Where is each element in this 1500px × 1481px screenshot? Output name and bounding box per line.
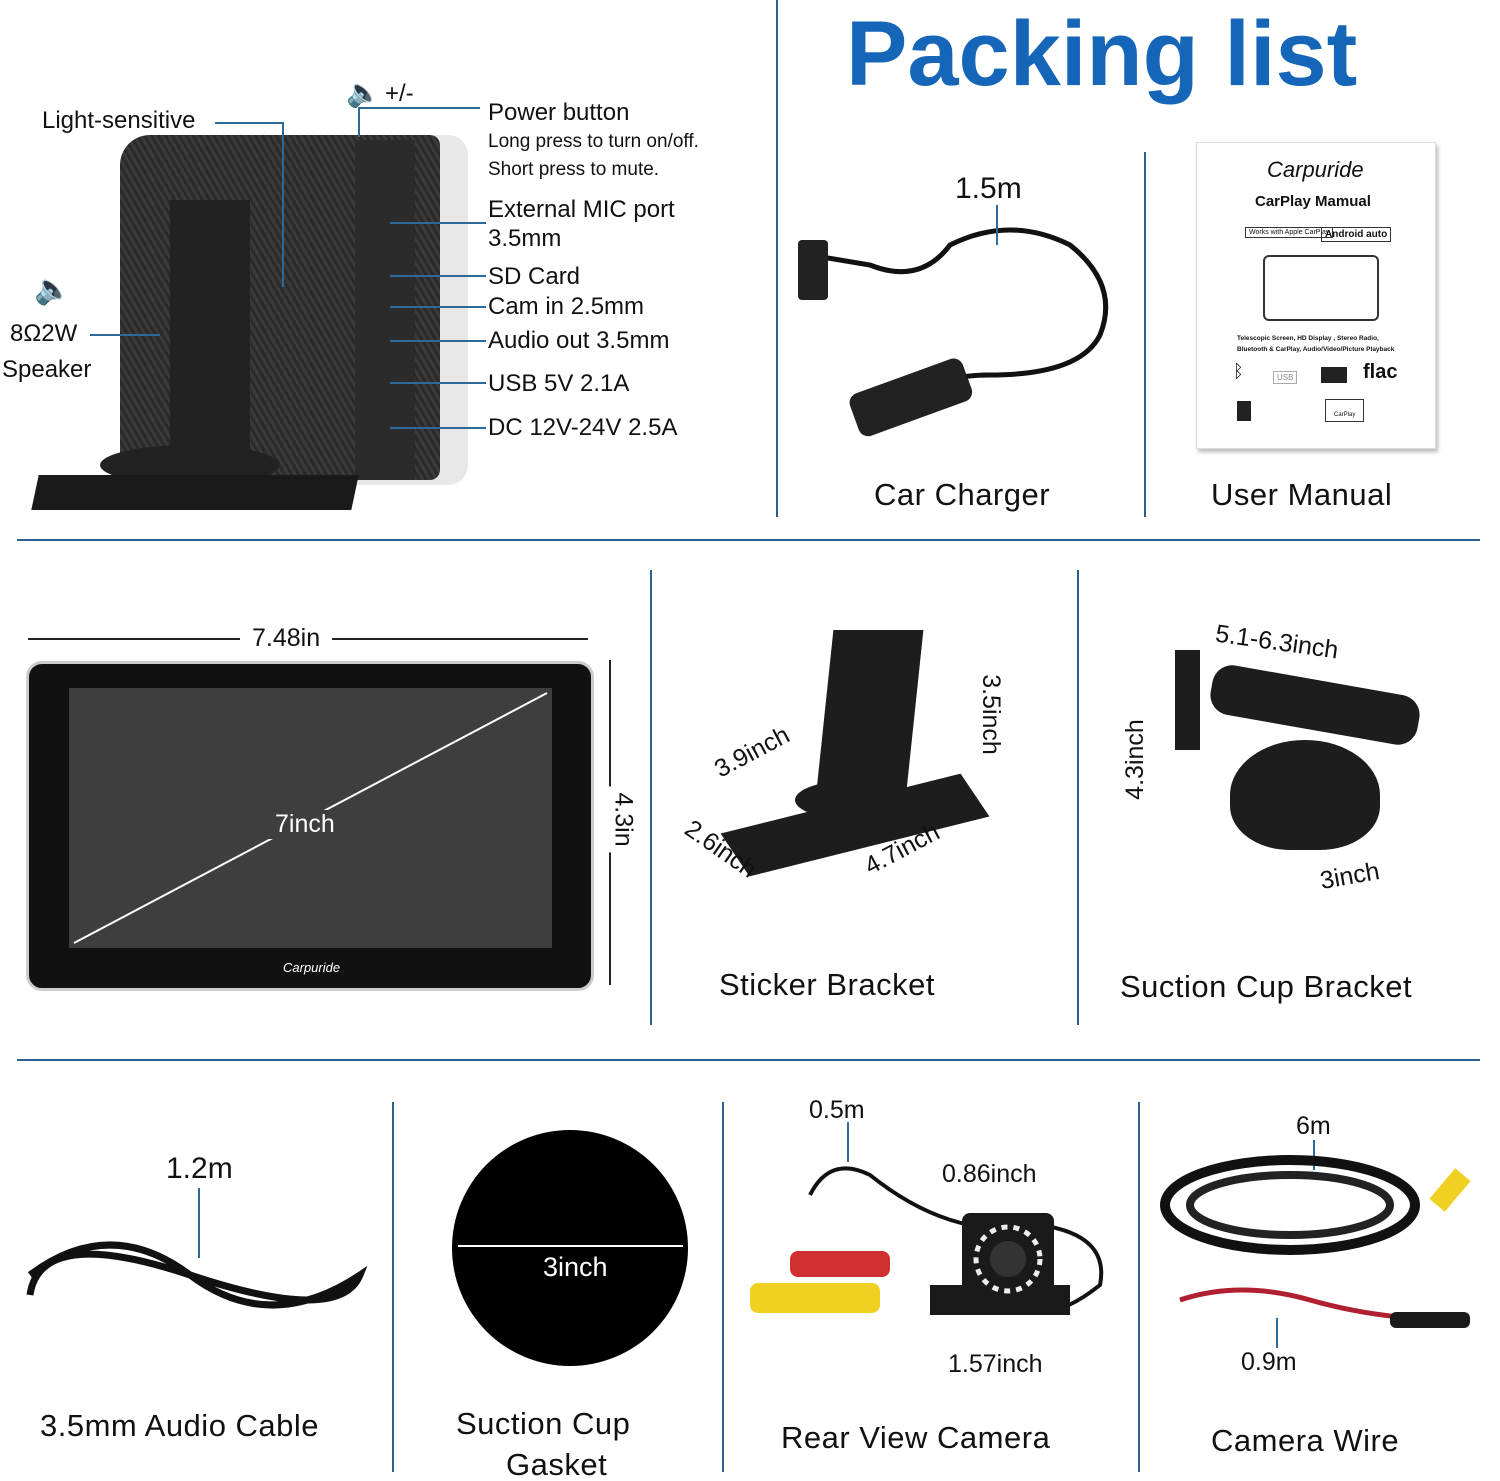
usb-label: USB 5V 2.1A [488, 370, 630, 397]
divider [17, 539, 1480, 541]
charger-length: 1.5m [955, 172, 1022, 205]
radio-icon [1321, 367, 1347, 383]
power-desc-2: Short press to mute. [488, 159, 660, 180]
mic-size-label: 3.5mm [488, 225, 562, 252]
screen-diagonal: 7inch [269, 810, 341, 839]
apple-carplay-badge: Works with Apple CarPlay [1245, 227, 1334, 238]
sticker-dim-4: 3.5inch [976, 674, 1005, 755]
camera-cable-length: 0.5m [809, 1096, 865, 1124]
car-charger-label: Car Charger [874, 477, 1051, 512]
power-wire-length: 0.9m [1241, 1348, 1297, 1376]
divider [17, 1059, 1480, 1061]
volume-label: +/- [385, 80, 414, 107]
divider [1144, 152, 1146, 517]
sticker-bracket-image [720, 630, 990, 877]
sd-card-icon [1237, 401, 1251, 421]
usb-icon: USB [1273, 371, 1298, 384]
power-desc-1: Long press to turn on/off. [488, 131, 699, 152]
camera-width: 0.86inch [942, 1160, 1037, 1188]
carplay-icon: CarPlay [1325, 399, 1365, 422]
cam-in-label: Cam in 2.5mm [488, 293, 645, 320]
badge-text: Apple CarPlay [1284, 229, 1330, 236]
sticker-bracket-label: Sticker Bracket [719, 967, 935, 1002]
badge-small: Works with [1249, 229, 1284, 236]
power-button-label: Power button [488, 99, 630, 126]
android-auto-badge: Android auto [1321, 227, 1392, 242]
screen-image: 7inch Carpuride [26, 661, 594, 991]
page-title: Packing list [846, 3, 1358, 105]
audio-cable-length: 1.2m [166, 1152, 233, 1185]
rear-camera-label: Rear View Camera [781, 1420, 1051, 1455]
manual-title: CarPlay Mamual [1255, 193, 1371, 210]
screen-width: 7.48in [240, 624, 333, 653]
suction-dim-2: 4.3inch [1120, 719, 1149, 800]
audio-out-label: Audio out 3.5mm [488, 327, 670, 354]
manual-features-2: Bluetooth & CarPlay, Audio/Video/Picture… [1237, 346, 1395, 353]
gasket-label-1: Suction Cup [456, 1406, 631, 1441]
camera-wire-image [1160, 1155, 1471, 1328]
user-manual-image: Carpuride CarPlay Mamual Works with Appl… [1196, 142, 1436, 449]
suction-bracket-label: Suction Cup Bracket [1120, 969, 1413, 1004]
screen-height: 4.3in [608, 786, 638, 853]
speaker-spec-label: 8Ω2W [10, 320, 78, 347]
car-charger-image [798, 227, 1109, 437]
divider [1077, 570, 1079, 1025]
suction-bracket-image [1170, 650, 1440, 870]
speaker-label: Speaker [2, 356, 92, 383]
sd-card-label: SD Card [488, 263, 581, 290]
divider [392, 1102, 394, 1472]
camera-wire-label: Camera Wire [1211, 1423, 1400, 1458]
manual-brand: Carpuride [1267, 157, 1364, 182]
bluetooth-icon: ᛒ [1233, 361, 1244, 381]
speaker-volume-icon: 🔈 [346, 77, 381, 108]
gasket-image [452, 1130, 688, 1366]
divider [776, 0, 778, 517]
divider [650, 570, 652, 1025]
screen-brand: Carpuride [283, 960, 341, 975]
user-manual-label: User Manual [1211, 477, 1393, 512]
camera-height: 1.57inch [948, 1350, 1043, 1378]
gasket-diameter: 3inch [543, 1252, 608, 1282]
screen-drawing [1263, 255, 1379, 321]
rear-camera-image [750, 1166, 1104, 1315]
camera-wire-length: 6m [1296, 1112, 1331, 1140]
audio-cable-label: 3.5mm Audio Cable [40, 1408, 320, 1443]
dc-label: DC 12V-24V 2.5A [488, 414, 678, 441]
mic-label: External MIC port [488, 196, 675, 223]
manual-features-1: Telescopic Screen, HD Display , Stereo R… [1237, 335, 1379, 342]
divider [722, 1102, 724, 1472]
gasket-label-2: Gasket [506, 1447, 608, 1481]
flac-icon: flac [1363, 361, 1398, 383]
speaker-icon: 🔈 [34, 273, 72, 306]
light-sensitive-label: Light-sensitive [42, 107, 196, 134]
audio-cable-image [26, 1241, 368, 1309]
divider [1138, 1102, 1140, 1472]
